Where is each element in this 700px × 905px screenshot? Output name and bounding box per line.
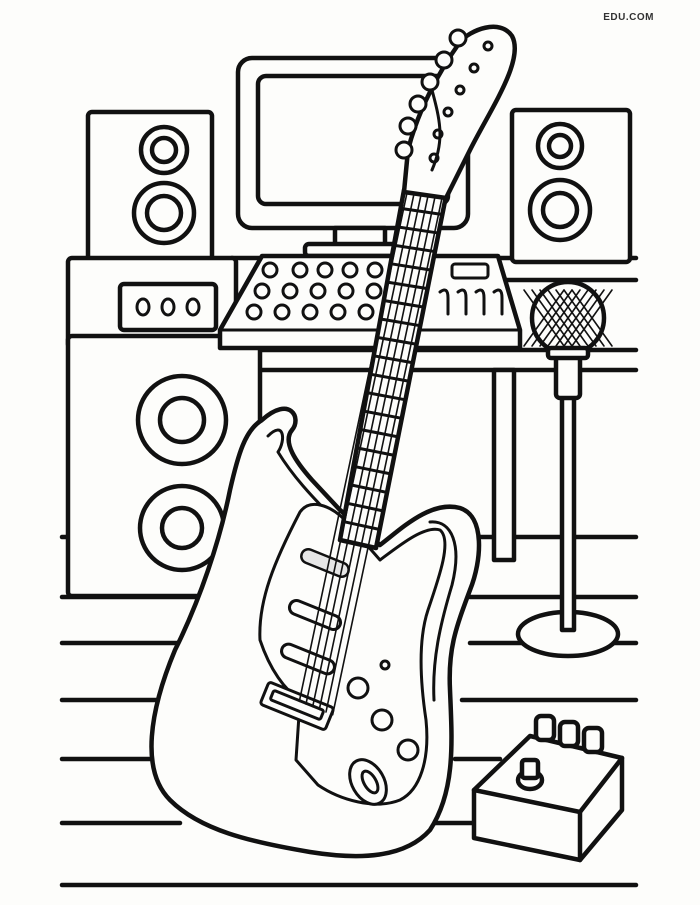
- tuning-peg: [420, 72, 440, 92]
- tuning-post: [468, 62, 480, 74]
- console-knob: [365, 282, 383, 300]
- mic-grille-line: [563, 289, 605, 347]
- tuning-post: [428, 152, 440, 164]
- console-knob: [341, 261, 359, 279]
- watermark: EDU.COM: [603, 12, 654, 23]
- console-knob: [357, 303, 375, 321]
- mixing-console: [217, 253, 523, 351]
- fret: [392, 243, 437, 254]
- guitar-string: [331, 194, 444, 716]
- amplifier: [65, 255, 263, 599]
- mic-grille-line: [547, 289, 589, 347]
- console-knob: [337, 282, 355, 300]
- fret: [348, 483, 389, 494]
- console-knob: [329, 303, 347, 321]
- guitar-string: [311, 191, 423, 708]
- tuning-post: [482, 40, 494, 52]
- fret: [389, 262, 433, 272]
- console-knob: [291, 261, 309, 279]
- tuning-peg: [434, 50, 454, 70]
- console-knob: [309, 282, 327, 300]
- console-knob: [281, 282, 299, 300]
- fret: [399, 206, 444, 217]
- fret: [338, 538, 378, 550]
- fret: [345, 501, 385, 513]
- fret: [385, 280, 430, 291]
- mic-grille-line: [539, 289, 581, 347]
- console-knob: [273, 303, 291, 321]
- console-knob: [301, 303, 319, 321]
- console-knob: [261, 261, 279, 279]
- effects-pedal: [471, 713, 625, 863]
- console-knob: [366, 261, 384, 279]
- mic-grille-line: [555, 289, 597, 347]
- guitar-string: [318, 192, 430, 711]
- guitar-string: [305, 190, 416, 705]
- microphone: [515, 279, 621, 659]
- floor-stripes: [59, 534, 639, 888]
- guitar-string: [298, 189, 409, 703]
- tuning-peg: [408, 94, 428, 114]
- tuning-post: [432, 128, 444, 140]
- tuning-peg: [448, 28, 468, 48]
- mic-grille-line: [571, 289, 613, 347]
- fret: [395, 225, 441, 235]
- left-speaker: [85, 109, 215, 265]
- tuning-post: [442, 106, 454, 118]
- guitar-string: [325, 193, 437, 713]
- electric-guitar: [149, 24, 518, 859]
- mic-grille-line: [523, 289, 565, 347]
- console-knob: [316, 261, 334, 279]
- fret: [341, 520, 382, 531]
- tuning-post: [454, 84, 466, 96]
- tuning-peg: [398, 116, 418, 136]
- tuning-peg: [394, 140, 414, 160]
- console-knob: [253, 282, 271, 300]
- mic-grille-line: [531, 289, 573, 347]
- right-speaker: [509, 107, 633, 265]
- console-knob: [245, 303, 263, 321]
